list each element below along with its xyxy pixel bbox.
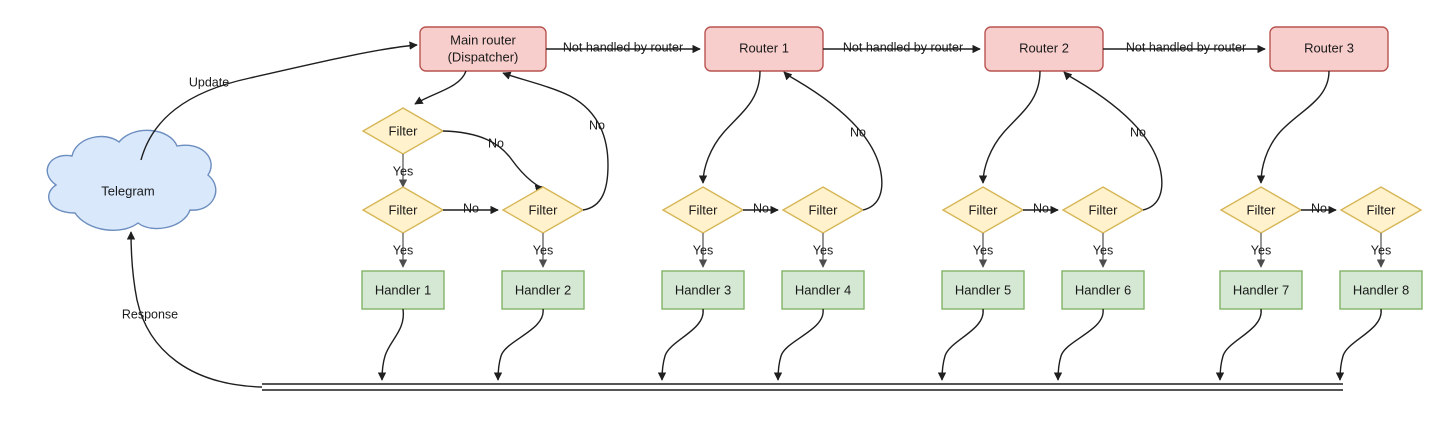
no-label-4: No [850,125,866,139]
edge-router2-to-filter5 [978,70,1041,184]
handler-6-label: Handler 6 [1075,282,1131,297]
edge-router1-to-filter3 [698,70,761,184]
edge-handler2-to-rail [493,308,544,381]
filter-main-top-label: Filter [389,123,419,138]
no-label-3: No [753,201,769,215]
no-label-1: No [463,201,479,215]
handler-2-node[interactable]: Handler 2 [501,270,585,310]
filter-1-node[interactable]: Filter [361,186,445,234]
filter-2-node[interactable]: Filter [501,186,585,234]
edge-filter6-no-to-router2 [1063,71,1163,211]
filter-2-label: Filter [529,202,559,217]
edge-response [126,231,263,388]
filter-main-top-node[interactable]: Filter [361,107,445,155]
edge-handler5-to-rail [937,308,984,381]
no-label-7: No [1311,201,1327,215]
filter-5-node[interactable]: Filter [941,186,1025,234]
response-label: Response [122,307,178,321]
handler-6-node[interactable]: Handler 6 [1061,270,1145,310]
update-label: Update [189,75,229,89]
yes-label-8: Yes [1371,243,1391,257]
router-2-node[interactable]: Router 2 [984,26,1104,72]
edge-handler8-to-rail [1335,308,1382,381]
filter-5-label: Filter [969,202,999,217]
handler-3-label: Handler 3 [675,282,731,297]
router-1-label: Router 1 [739,40,789,55]
telegram-label: Telegram [101,183,154,198]
yes-label-7: Yes [1251,243,1271,257]
handler-8-node[interactable]: Handler 8 [1339,270,1423,310]
edge-router3-to-filter7 [1256,70,1330,184]
handler-1-node[interactable]: Handler 1 [361,270,445,310]
handler-3-node[interactable]: Handler 3 [661,270,745,310]
yes-label-4: Yes [813,243,833,257]
yes-label-0: Yes [393,164,413,178]
not-handled-label-2: Not handled by router [843,40,963,54]
filter-4-node[interactable]: Filter [781,186,865,234]
handler-7-node[interactable]: Handler 7 [1219,270,1303,310]
edge-handler4-to-rail [773,308,824,381]
edge-handler6-to-rail [1053,308,1104,381]
handler-1-label: Handler 1 [375,282,431,297]
no-label-2: No [589,118,605,132]
handler-5-label: Handler 5 [955,282,1011,297]
filter-7-label: Filter [1247,202,1277,217]
not-handled-label-3: Not handled by router [1126,40,1246,54]
handler-8-label: Handler 8 [1353,282,1409,297]
edge-handler1-to-rail [377,308,404,381]
handler-5-node[interactable]: Handler 5 [941,270,1025,310]
router-1-node[interactable]: Router 1 [704,26,824,72]
edge-filter4-no-to-router1 [783,71,883,211]
no-label-0: No [488,136,504,150]
no-label-6: No [1130,125,1146,139]
handler-4-label: Handler 4 [795,282,851,297]
response-rail [262,383,1343,391]
yes-label-3: Yes [693,243,713,257]
yes-label-6: Yes [1093,243,1113,257]
edge-filter-main-top-no [442,130,544,193]
filter-3-node[interactable]: Filter [661,186,745,234]
filter-8-node[interactable]: Filter [1339,186,1423,234]
handler-7-label: Handler 7 [1233,282,1289,297]
edge-filter2-no-to-mainrouter [502,71,609,211]
yes-label-1: Yes [393,243,413,257]
filter-7-node[interactable]: Filter [1219,186,1303,234]
edge-update [140,41,418,161]
filter-1-label: Filter [389,202,419,217]
handler-4-node[interactable]: Handler 4 [781,270,865,310]
main-router-node[interactable]: Main router (Dispatcher) [419,26,547,72]
not-handled-label-1: Not handled by router [563,40,683,54]
filter-4-label: Filter [809,202,839,217]
telegram-cloud[interactable]: Telegram [46,129,217,231]
edge-handler3-to-rail [657,308,704,381]
main-router-label-line2: (Dispatcher) [448,49,519,64]
router-3-label: Router 3 [1304,40,1354,55]
yes-label-2: Yes [533,243,553,257]
handler-2-label: Handler 2 [515,282,571,297]
filter-6-node[interactable]: Filter [1061,186,1145,234]
filter-6-label: Filter [1089,202,1119,217]
yes-label-5: Yes [973,243,993,257]
edge-handler7-to-rail [1215,308,1262,381]
router-3-node[interactable]: Router 3 [1269,26,1389,72]
main-router-label-line1: Main router [450,32,516,47]
no-label-5: No [1033,201,1049,215]
edge-mainrouter-to-filter-main-top [414,70,467,105]
router-2-label: Router 2 [1019,40,1069,55]
filter-8-label: Filter [1367,202,1397,217]
filter-3-label: Filter [689,202,719,217]
